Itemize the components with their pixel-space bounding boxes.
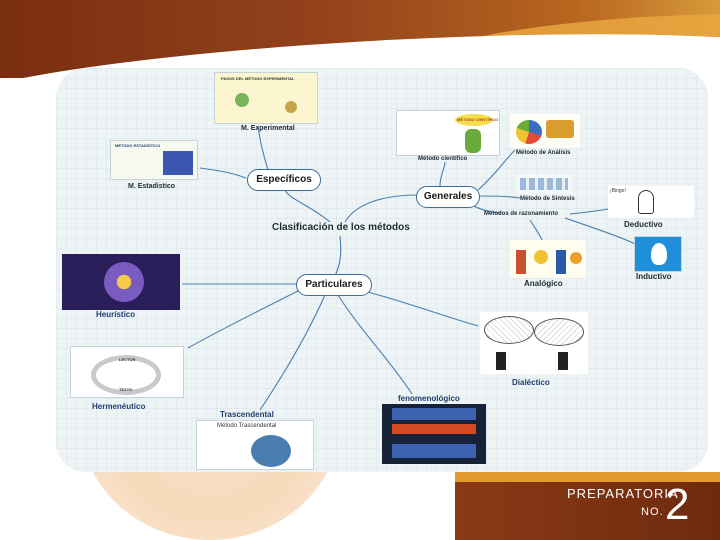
trascendental-image: Método Trascendental bbox=[196, 420, 314, 470]
edge-central-particulares bbox=[334, 235, 342, 277]
label-deductivo: Deductivo bbox=[624, 220, 663, 229]
bulb-icon bbox=[651, 243, 667, 265]
analogico-image bbox=[510, 240, 586, 278]
node-generales[interactable]: Generales bbox=[416, 186, 480, 208]
footer-preparatoria: PREPARATORIA bbox=[567, 486, 679, 501]
label-fenomenologico: fenomenológico bbox=[398, 394, 460, 403]
edge-central-generales bbox=[344, 194, 419, 223]
sun-icon-2 bbox=[570, 252, 582, 264]
label-metodos-razonamiento: Métodos de razonamiento bbox=[484, 211, 559, 217]
edge-particulares-hermeneutico bbox=[187, 289, 301, 349]
edge-generales-analisis bbox=[477, 149, 516, 191]
thought-cloud-icon bbox=[484, 316, 534, 344]
label-inductivo: Inductivo bbox=[636, 272, 672, 281]
person-icon bbox=[516, 250, 526, 274]
edge-particulares-dialectico bbox=[359, 289, 479, 327]
edge-especificos-estadistico bbox=[199, 167, 247, 179]
cientifico-image: MÉTODO CIENTÍFICO bbox=[396, 110, 500, 156]
hermeneutico-box-texto: TEXTO bbox=[119, 387, 133, 392]
thinker-icon bbox=[638, 190, 654, 214]
experimental-image: PASOS DEL MÉTODO EXPERIMENTAL bbox=[214, 72, 318, 124]
dialectico-image bbox=[480, 312, 588, 374]
gear-icon bbox=[251, 435, 291, 467]
deductivo-bubble-text: ¡Bingo! bbox=[610, 188, 626, 194]
cientifico-badge bbox=[455, 114, 493, 126]
edge-especificos-experimental bbox=[257, 125, 269, 171]
footer-number: 2 bbox=[665, 480, 690, 529]
label-metodo-cientifico: Método científico bbox=[418, 156, 468, 162]
sintesis-image bbox=[516, 174, 572, 194]
venn-icon bbox=[104, 262, 144, 302]
inductivo-image bbox=[634, 236, 682, 272]
analisis-image bbox=[510, 114, 580, 148]
node-particulares[interactable]: Particulares bbox=[296, 274, 372, 296]
cientifico-badge-text: MÉTODO CIENTÍFICO bbox=[457, 117, 499, 122]
edge-particulares-fenomenologico bbox=[337, 294, 413, 395]
deductivo-image: ¡Bingo! bbox=[608, 186, 694, 218]
experimental-flask-icon bbox=[235, 93, 249, 107]
label-trascendental: Trascendental bbox=[220, 410, 274, 419]
fenomenologico-box-2 bbox=[392, 424, 476, 434]
fenomenologico-image bbox=[382, 404, 486, 464]
heuristico-image bbox=[62, 254, 180, 310]
experimental-image-title: PASOS DEL MÉTODO EXPERIMENTAL bbox=[221, 76, 295, 81]
label-metodo-sintesis: Método de Síntesis bbox=[520, 196, 575, 202]
puzzle-icon bbox=[520, 178, 568, 190]
circle-diagram-icon bbox=[91, 355, 161, 395]
thought-cloud-icon-2 bbox=[534, 318, 584, 346]
person-icon-2 bbox=[556, 250, 566, 274]
edge-razonamiento-analogico bbox=[529, 219, 543, 241]
scientist-icon bbox=[465, 129, 481, 153]
edge-generales-cientifico bbox=[439, 161, 446, 187]
estadistico-image: MÉTODO ESTADÍSTICO bbox=[110, 140, 198, 180]
trascendental-image-title: Método Trascendental bbox=[217, 423, 277, 429]
label-m-experimental: M. Experimental bbox=[241, 125, 295, 132]
fenomenologico-box-1 bbox=[392, 408, 476, 420]
footer-brand: PREPARATORIA NO. 2 bbox=[455, 472, 720, 540]
central-topic: Clasificación de los métodos bbox=[272, 222, 410, 233]
label-analogico: Analógico bbox=[524, 279, 563, 288]
footer-no: NO. bbox=[641, 506, 664, 518]
magnifier-icon bbox=[546, 120, 574, 138]
experimental-flask-icon-2 bbox=[285, 101, 297, 113]
label-m-estadistico: M. Estadístico bbox=[128, 183, 176, 190]
hermeneutico-box-lector: LECTOR bbox=[119, 357, 136, 362]
node-especificos[interactable]: Específicos bbox=[247, 169, 321, 191]
pie-chart-icon bbox=[516, 120, 542, 144]
header-band bbox=[0, 0, 720, 78]
label-heuristico: Heurístico bbox=[96, 310, 136, 319]
fenomenologico-box-3 bbox=[392, 444, 476, 458]
hermeneutico-image: LECTOR TEXTO bbox=[70, 346, 184, 398]
estadistico-image-title: MÉTODO ESTADÍSTICO bbox=[115, 143, 161, 148]
label-metodo-analisis: Método de Análisis bbox=[516, 150, 571, 156]
edge-generales-sintesis bbox=[479, 195, 521, 199]
edge-central-especificos bbox=[284, 189, 331, 223]
edge-particulares-trascendental bbox=[259, 294, 326, 411]
footer-stripe bbox=[455, 472, 720, 482]
person-sitting-icon-2 bbox=[558, 352, 568, 370]
person-sitting-icon bbox=[496, 352, 506, 370]
sun-icon bbox=[534, 250, 548, 264]
label-hermeneutico: Hermenéutico bbox=[92, 402, 146, 411]
label-dialectico: Dialéctico bbox=[512, 378, 550, 387]
estadistico-chart-icon bbox=[163, 151, 193, 175]
